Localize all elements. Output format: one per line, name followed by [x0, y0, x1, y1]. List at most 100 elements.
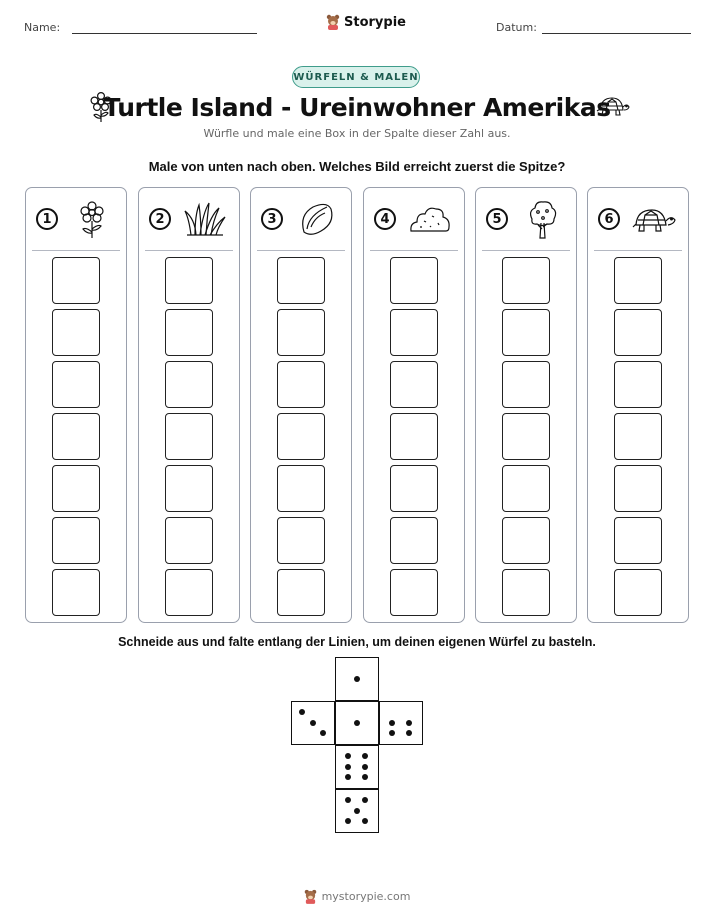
- column-6: 6: [587, 187, 689, 623]
- coloring-box[interactable]: [277, 413, 325, 460]
- coloring-box[interactable]: [52, 517, 100, 564]
- dice-pip: [345, 817, 352, 824]
- coloring-box[interactable]: [614, 309, 662, 356]
- column-number: 1: [36, 208, 58, 230]
- brand-logo: Storypie: [326, 14, 406, 30]
- coloring-box[interactable]: [165, 465, 213, 512]
- coloring-box[interactable]: [614, 413, 662, 460]
- turtle-icon: [632, 199, 676, 239]
- column-5: 5: [475, 187, 577, 623]
- coloring-box[interactable]: [614, 569, 662, 616]
- dice-pip: [389, 729, 396, 736]
- dice-face-4: [379, 701, 423, 745]
- footer-site: mystorypie.com: [321, 890, 411, 903]
- column-number: 4: [374, 208, 396, 230]
- coloring-box[interactable]: [277, 361, 325, 408]
- coloring-box[interactable]: [502, 517, 550, 564]
- coloring-box[interactable]: [390, 413, 438, 460]
- dice-pip: [361, 773, 368, 780]
- dice-face-3: [291, 701, 335, 745]
- coloring-box[interactable]: [390, 309, 438, 356]
- coloring-box[interactable]: [52, 569, 100, 616]
- coloring-box[interactable]: [165, 309, 213, 356]
- title-turtle-icon: [596, 97, 630, 116]
- cut-instruction: Schneide aus und falte entlang der Linie…: [118, 635, 596, 649]
- dice-pip: [299, 709, 306, 716]
- dice-pip: [353, 807, 360, 814]
- coloring-box[interactable]: [52, 465, 100, 512]
- dice-face-5: [335, 789, 379, 833]
- seed-icon: [295, 199, 339, 239]
- dice-pip: [361, 797, 368, 804]
- coloring-box[interactable]: [52, 361, 100, 408]
- page-subtitle: Würfle und male eine Box in der Spalte d…: [203, 127, 511, 140]
- column-number: 6: [598, 208, 620, 230]
- coloring-box[interactable]: [502, 309, 550, 356]
- coloring-box[interactable]: [614, 257, 662, 304]
- column-4: 4: [363, 187, 465, 623]
- dice-face-6: [335, 745, 379, 789]
- date-label: Datum:: [496, 21, 537, 34]
- coloring-box[interactable]: [502, 361, 550, 408]
- dice-pip: [361, 753, 368, 760]
- column-header: 5: [476, 188, 576, 250]
- dice-pip: [345, 797, 352, 804]
- column-1: 1: [25, 187, 127, 623]
- coloring-box[interactable]: [165, 413, 213, 460]
- coloring-box[interactable]: [277, 569, 325, 616]
- coloring-box[interactable]: [277, 309, 325, 356]
- dice-pip: [405, 729, 412, 736]
- flower-icon: [70, 199, 114, 239]
- grass-icon: [183, 199, 227, 239]
- coloring-box[interactable]: [390, 465, 438, 512]
- dice-pip: [361, 817, 368, 824]
- coloring-box[interactable]: [614, 517, 662, 564]
- coloring-box[interactable]: [165, 361, 213, 408]
- coloring-box[interactable]: [165, 257, 213, 304]
- dice-pip: [389, 719, 396, 726]
- coloring-box[interactable]: [614, 465, 662, 512]
- coloring-box[interactable]: [52, 309, 100, 356]
- coloring-box[interactable]: [502, 569, 550, 616]
- coloring-box[interactable]: [390, 569, 438, 616]
- coloring-box[interactable]: [390, 257, 438, 304]
- dice-face-1: [335, 657, 379, 701]
- column-header: 6: [588, 188, 688, 250]
- coloring-instruction: Male von unten nach oben. Welches Bild e…: [148, 159, 566, 174]
- coloring-box[interactable]: [165, 517, 213, 564]
- column-header: 1: [26, 188, 126, 250]
- brand-name: Storypie: [344, 14, 406, 30]
- coloring-box[interactable]: [52, 413, 100, 460]
- title-flower-icon: [90, 91, 112, 122]
- name-line[interactable]: [72, 33, 257, 34]
- dice-pip: [405, 719, 412, 726]
- dice-pip: [345, 753, 352, 760]
- column-divider: [145, 250, 233, 251]
- column-2: 2: [138, 187, 240, 623]
- coloring-box[interactable]: [502, 465, 550, 512]
- column-number: 2: [149, 208, 171, 230]
- name-label: Name:: [24, 21, 61, 34]
- dice-pip: [353, 719, 360, 726]
- column-header: 4: [364, 188, 464, 250]
- page-title: Turtle Island - Ureinwohner Amerikas: [103, 93, 611, 122]
- coloring-box[interactable]: [277, 465, 325, 512]
- column-header: 2: [139, 188, 239, 250]
- footer-bear-icon: [304, 889, 316, 904]
- column-divider: [32, 250, 120, 251]
- coloring-box[interactable]: [502, 257, 550, 304]
- coloring-box[interactable]: [502, 413, 550, 460]
- coloring-box[interactable]: [390, 517, 438, 564]
- coloring-box[interactable]: [52, 257, 100, 304]
- dice-pip: [319, 729, 326, 736]
- activity-badge: WÜRFELN & MALEN: [292, 66, 420, 88]
- coloring-box[interactable]: [277, 257, 325, 304]
- dice-pip: [361, 763, 368, 770]
- coloring-box[interactable]: [277, 517, 325, 564]
- coloring-box[interactable]: [165, 569, 213, 616]
- coloring-box[interactable]: [390, 361, 438, 408]
- column-divider: [370, 250, 458, 251]
- date-line[interactable]: [542, 33, 691, 34]
- coloring-box[interactable]: [614, 361, 662, 408]
- column-divider: [594, 250, 682, 251]
